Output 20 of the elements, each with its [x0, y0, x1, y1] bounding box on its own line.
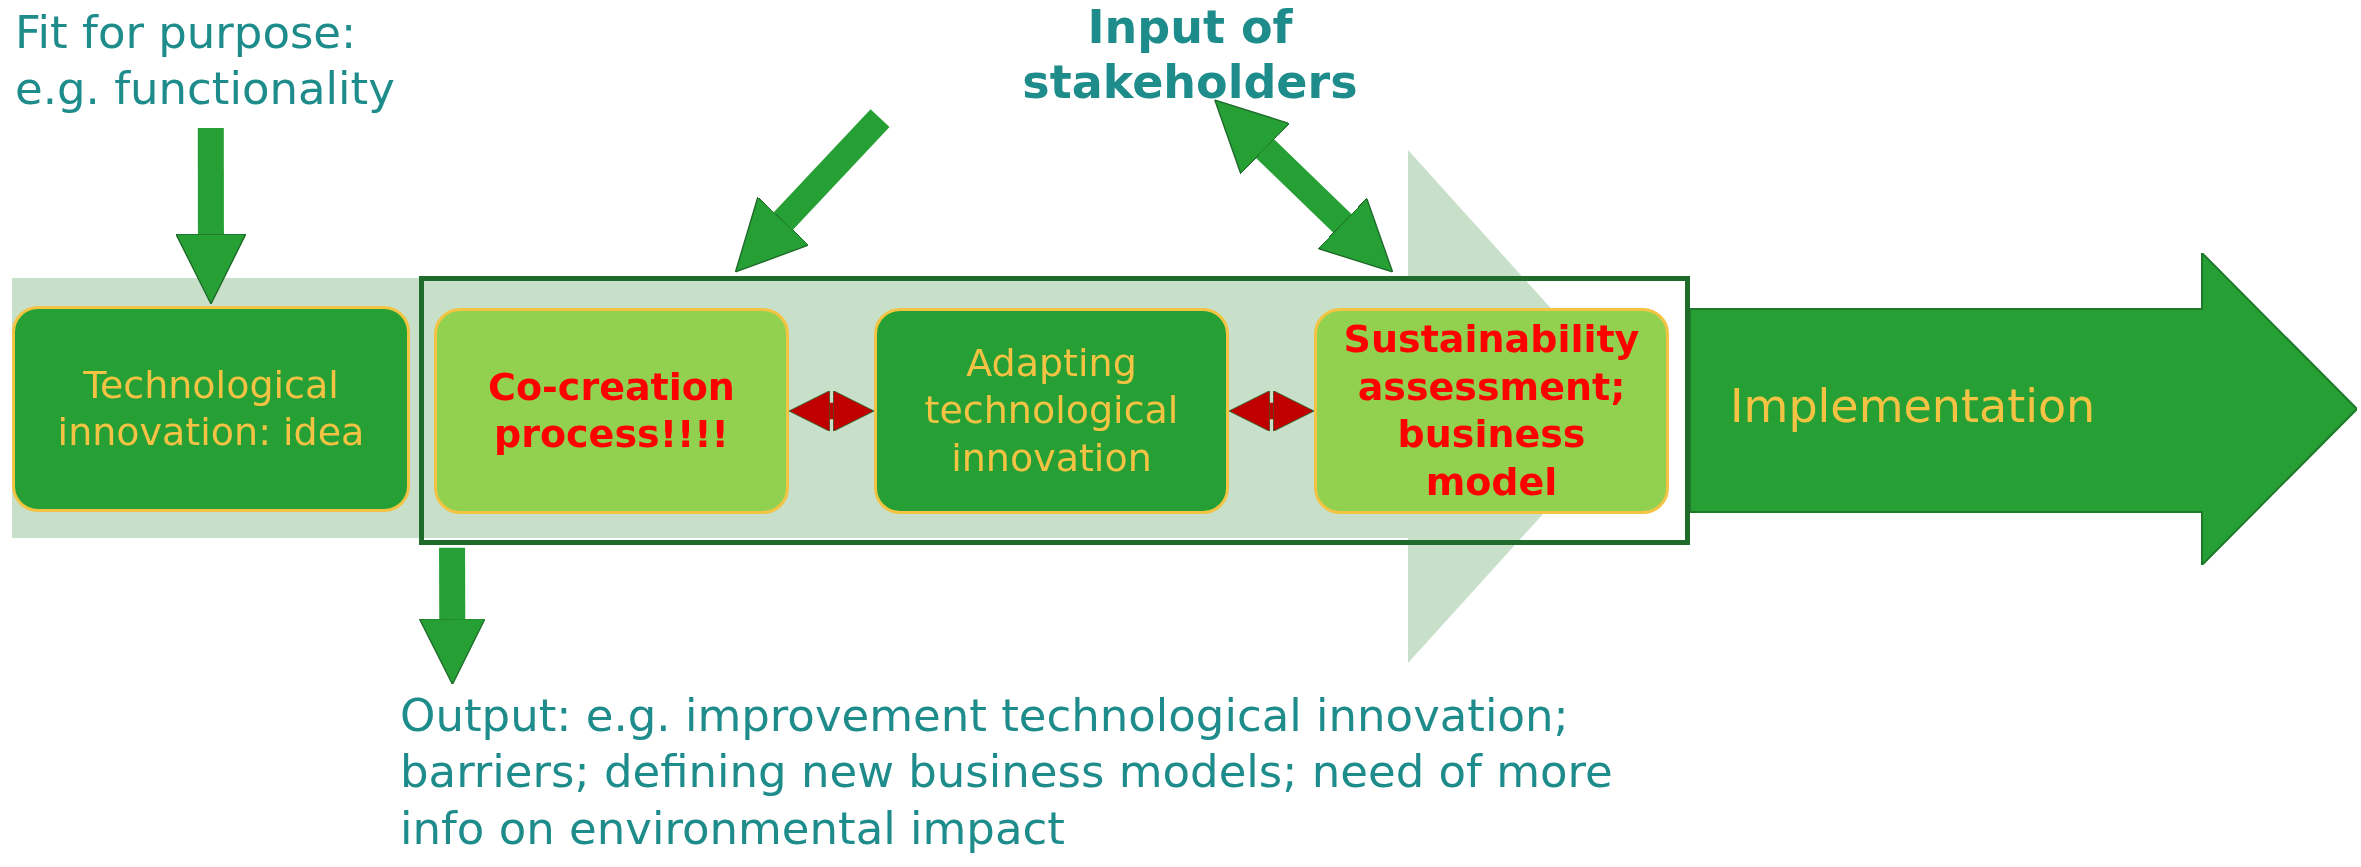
arrow [1228, 390, 1315, 432]
block-arrow [1690, 253, 2357, 565]
arrow-label: Implementation [1730, 379, 2096, 433]
process-box [434, 308, 789, 514]
arrow [418, 547, 486, 686]
arrow [1214, 99, 1394, 273]
arrow [788, 390, 875, 432]
box-label: Co-creation process!!!! [487, 363, 736, 458]
annotation-text: Output: e.g. improvement technological innovation; barriers; defining new business models; need of more info on environmental impact [400, 688, 1680, 867]
arrow [734, 109, 890, 273]
process-box [874, 308, 1229, 514]
heading-text: Input of stakeholders [1010, 0, 1370, 112]
group-frame [419, 276, 1690, 545]
box-label: Technological innovation: idea [56, 361, 366, 456]
arrow [175, 128, 247, 305]
process-box [12, 306, 410, 512]
process-box [1314, 308, 1669, 514]
box-label: Adapting technological innovation [923, 339, 1180, 482]
box-label: Sustainability assessment; business model [1342, 316, 1641, 506]
annotation-text: Fit for purpose: e.g. functionality [15, 5, 455, 125]
